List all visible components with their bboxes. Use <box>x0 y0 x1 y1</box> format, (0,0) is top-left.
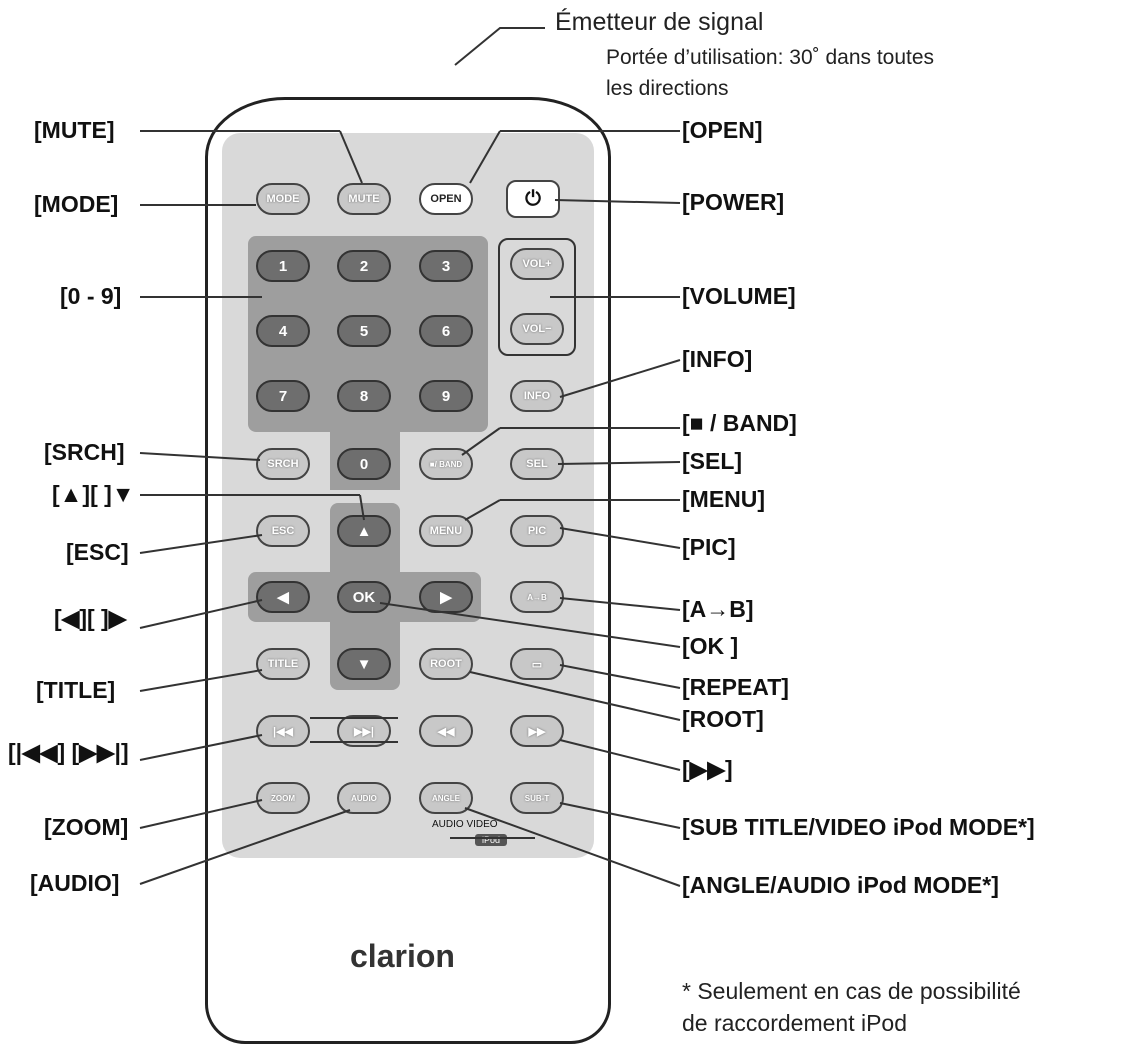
callout-mode: [MODE] <box>34 191 119 217</box>
brand-logo: clarion <box>350 938 455 974</box>
menu-button[interactable]: MENU <box>419 515 473 547</box>
callout-numbers: [0 - 9] <box>60 283 122 309</box>
callout-open: [OPEN] <box>682 117 763 143</box>
callout-root: [ROOT] <box>682 706 764 732</box>
num-1-button[interactable]: 1 <box>256 250 310 282</box>
audio-button[interactable]: AUDIO <box>337 782 391 814</box>
callout-ok: [OK ] <box>682 633 739 659</box>
esc-button[interactable]: ESC <box>256 515 310 547</box>
callout-power: [POWER] <box>682 189 785 215</box>
callout-info: [INFO] <box>682 346 753 372</box>
stop-band-button[interactable]: ■/ BAND <box>419 448 473 480</box>
callout-sel: [SEL] <box>682 448 743 474</box>
callout-volume: [VOLUME] <box>682 283 796 309</box>
repeat-button[interactable]: ▭ <box>510 648 564 680</box>
emitter-leader <box>454 27 545 66</box>
callout-title: [TITLE] <box>36 677 116 703</box>
next-track-button[interactable]: ▶▶| <box>337 715 391 747</box>
right-button[interactable]: ▶ <box>419 581 473 613</box>
vol-up-button[interactable]: VOL+ <box>510 248 564 280</box>
callout-fast-forward: [▶▶] <box>682 756 733 782</box>
down-button[interactable]: ▼ <box>337 648 391 680</box>
open-button[interactable]: OPEN <box>419 183 473 215</box>
callout-esc: [ESC] <box>66 539 129 565</box>
footnote-line1: * Seulement en cas de possibilité <box>682 978 1021 1004</box>
angle-button[interactable]: ANGLE <box>419 782 473 814</box>
callout-zoom: [ZOOM] <box>44 814 129 840</box>
info-button[interactable]: INFO <box>510 380 564 412</box>
prev-track-button[interactable]: |◀◀ <box>256 715 310 747</box>
callout-pic: [PIC] <box>682 534 736 560</box>
callout-skip: [|◀◀] [▶▶|] <box>8 739 129 765</box>
callout-angle: [ANGLE/AUDIO iPod MODE*] <box>682 872 999 898</box>
num-2-button[interactable]: 2 <box>337 250 391 282</box>
fast-forward-button[interactable]: ▶▶ <box>510 715 564 747</box>
callout-up-down: [▲][ ]▼ <box>52 481 135 507</box>
num-5-button[interactable]: 5 <box>337 315 391 347</box>
zoom-button[interactable]: ZOOM <box>256 782 310 814</box>
callout-menu: [MENU] <box>682 486 766 512</box>
callout-audio: [AUDIO] <box>30 870 120 896</box>
range-line2: les directions <box>606 77 729 100</box>
rewind-button[interactable]: ◀◀ <box>419 715 473 747</box>
callout-left-right: [◀][ ]▶ <box>54 605 127 631</box>
num-8-button[interactable]: 8 <box>337 380 391 412</box>
range-line1: Portée d’utilisation: 30˚ dans toutes <box>606 46 935 69</box>
ok-button[interactable]: OK <box>337 581 391 613</box>
up-button[interactable]: ▲ <box>337 515 391 547</box>
srch-button[interactable]: SRCH <box>256 448 310 480</box>
callout-srch: [SRCH] <box>44 439 125 465</box>
callout-mute: [MUTE] <box>34 117 115 143</box>
mode-button[interactable]: MODE <box>256 183 310 215</box>
num-7-button[interactable]: 7 <box>256 380 310 412</box>
callout-repeat: [REPEAT] <box>682 674 789 700</box>
emitter-label: Émetteur de signal <box>555 8 764 36</box>
num-6-button[interactable]: 6 <box>419 315 473 347</box>
num-0-button[interactable]: 0 <box>337 448 391 480</box>
callout-stop-band: [■ / BAND] <box>682 410 797 436</box>
callout-ab: [A→B] <box>682 596 754 622</box>
title-button[interactable]: TITLE <box>256 648 310 680</box>
ipod-mini-tag: iPod <box>475 834 507 846</box>
footnote-line2: de raccordement iPod <box>682 1010 908 1036</box>
vol-down-button[interactable]: VOL− <box>510 313 564 345</box>
audio-video-mini-label: AUDIO VIDEO <box>432 819 498 830</box>
left-button[interactable]: ◀ <box>256 581 310 613</box>
callout-subtitle: [SUB TITLE/VIDEO iPod MODE*] <box>682 814 1035 840</box>
sel-button[interactable]: SEL <box>510 448 564 480</box>
root-button[interactable]: ROOT <box>419 648 473 680</box>
power-button[interactable]: ⏻ <box>506 180 560 218</box>
ab-repeat-button[interactable]: A→B <box>510 581 564 613</box>
num-4-button[interactable]: 4 <box>256 315 310 347</box>
mute-button[interactable]: MUTE <box>337 183 391 215</box>
num-9-button[interactable]: 9 <box>419 380 473 412</box>
pic-button[interactable]: PIC <box>510 515 564 547</box>
subtitle-button[interactable]: SUB-T <box>510 782 564 814</box>
num-3-button[interactable]: 3 <box>419 250 473 282</box>
